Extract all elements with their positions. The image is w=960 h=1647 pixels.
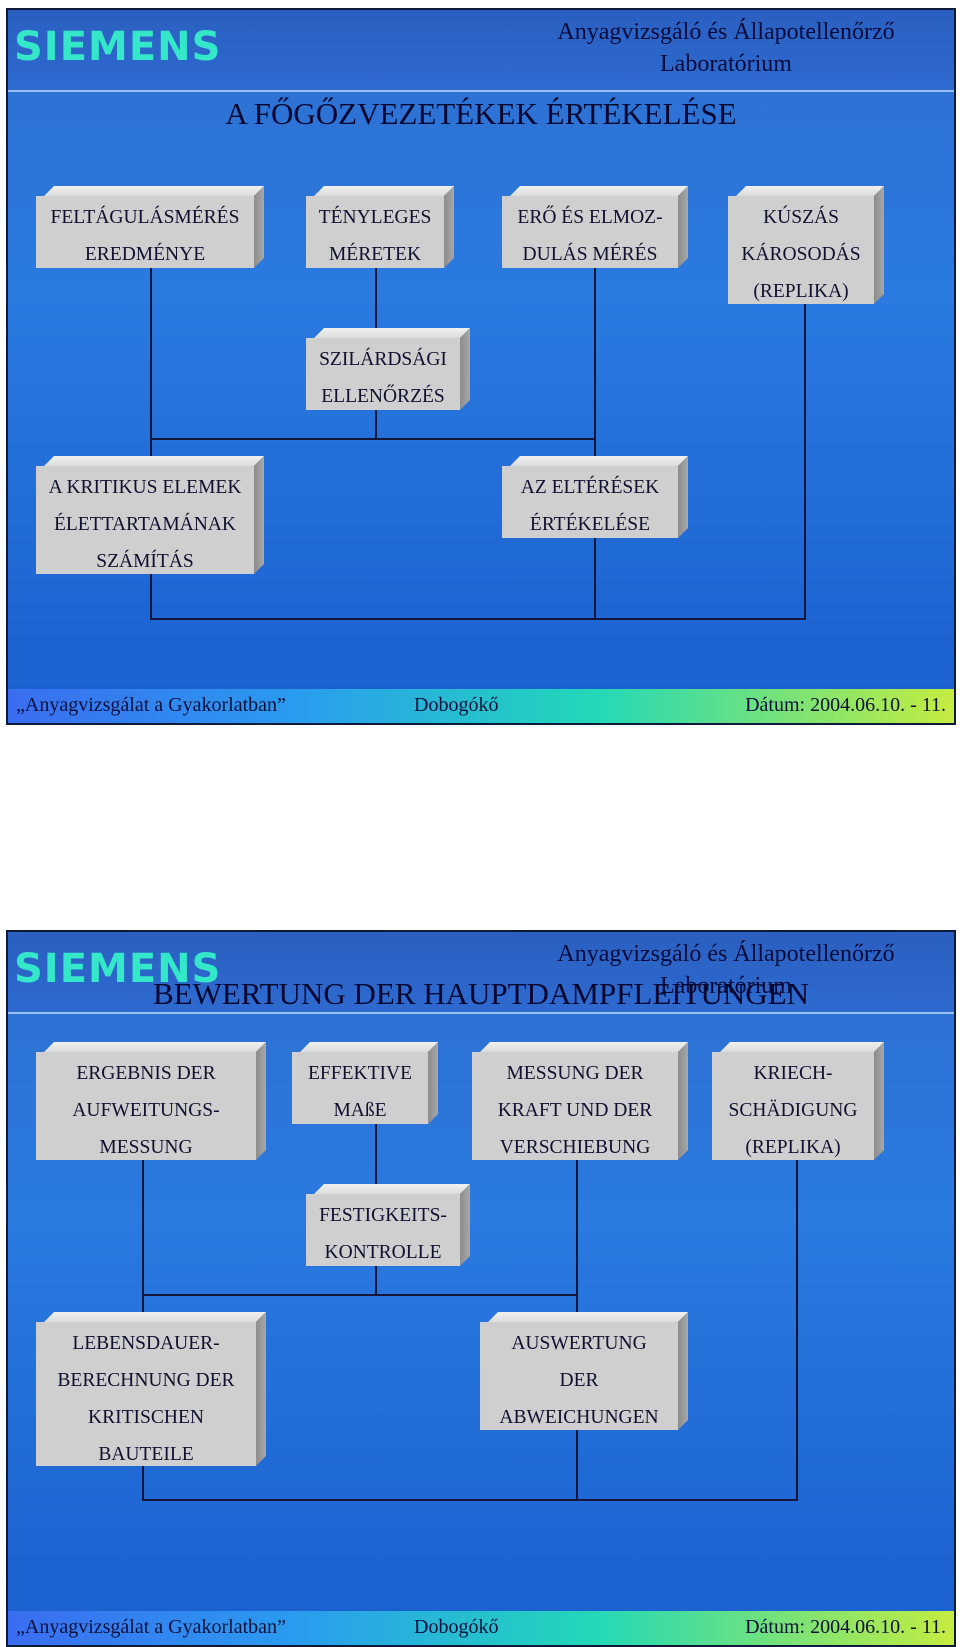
box-deviation-evaluation: AUSWERTUNG DER ABWEICHUNGEN <box>480 1322 678 1430</box>
slide-hungarian: SIEMENS Anyagvizsgáló és Állapotellenőrz… <box>6 8 956 725</box>
lab-name-line1: Anyagvizsgáló és Állapotellenőrző <box>557 19 895 45</box>
connector-line <box>375 1122 377 1192</box>
slide-footer: „Anyagvizsgálat a Gyakorlatban” Dobogókő… <box>8 689 954 723</box>
connector-line <box>375 408 377 438</box>
slide-header: SIEMENS Anyagvizsgáló és Állapotellenőrz… <box>8 10 954 90</box>
footer-place: Dobogókő <box>414 694 499 716</box>
box-lifetime-calculation: LEBENSDAUER- BERECHNUNG DER KRITISCHEN B… <box>36 1322 256 1466</box>
lab-name-line1: Anyagvizsgáló és Állapotellenőrző <box>557 941 895 967</box>
connector-line <box>804 302 806 620</box>
lab-name-line2: Laboratórium <box>660 973 792 999</box>
connector-line <box>375 1264 377 1294</box>
connector-line <box>375 266 377 336</box>
footer-course: „Anyagvizsgálat a Gyakorlatban” <box>16 694 286 716</box>
header-divider <box>8 1012 954 1014</box>
box-lifetime-calculation: A KRITIKUS ELEMEK ÉLETTARTAMÁNAK SZÁMÍTÁ… <box>36 466 254 574</box>
box-actual-dimensions: TÉNYLEGES MÉRETEK <box>306 196 444 268</box>
connector-line <box>142 1499 798 1501</box>
footer-date: Dátum: 2004.06.10. - 11. <box>745 1616 946 1638</box>
footer-date: Dátum: 2004.06.10. - 11. <box>745 694 946 716</box>
box-creep-damage: KRIECH- SCHÄDIGUNG (REPLIKA) <box>712 1052 874 1160</box>
connector-line <box>796 1158 798 1501</box>
box-strength-check: FESTIGKEITS- KONTROLLE <box>306 1194 460 1266</box>
header-divider <box>8 90 954 92</box>
lab-name-line2: Laboratórium <box>660 51 792 77</box>
connector-line <box>150 618 806 620</box>
connector-line <box>594 266 596 620</box>
box-deviation-evaluation: AZ ELTÉRÉSEK ÉRTÉKELÉSE <box>502 466 678 538</box>
siemens-logo: SIEMENS <box>14 24 222 70</box>
box-actual-dimensions: EFFEKTIVE MAßE <box>292 1052 428 1124</box>
footer-course: „Anyagvizsgálat a Gyakorlatban” <box>16 1616 286 1638</box>
box-force-displacement: MESSUNG DER KRAFT UND DER VERSCHIEBUNG <box>472 1052 678 1160</box>
slide-header: SIEMENS Anyagvizsgáló és Állapotellenőrz… <box>8 932 954 1012</box>
box-creep-damage: KÚSZÁS KÁROSODÁS (REPLIKA) <box>728 196 874 304</box>
lab-name: Anyagvizsgáló és Állapotellenőrző Labora… <box>526 938 926 1002</box>
connector-line <box>150 438 596 440</box>
slide-title: A FŐGŐZVEZETÉKEK ÉRTÉKELÉSE <box>225 96 737 131</box>
siemens-logo: SIEMENS <box>14 946 222 992</box>
slide-german: SIEMENS Anyagvizsgáló és Állapotellenőrz… <box>6 930 956 1647</box>
lab-name: Anyagvizsgáló és Állapotellenőrző Labora… <box>526 16 926 80</box>
slide-title: BEWERTUNG DER HAUPTDAMPFLEITUNGEN <box>153 976 809 1011</box>
box-expansion-measurement: FELTÁGULÁSMÉRÉS EREDMÉNYE <box>36 196 254 268</box>
box-expansion-measurement: ERGEBNIS DER AUFWEITUNGS- MESSUNG <box>36 1052 256 1160</box>
footer-place: Dobogókő <box>414 1616 499 1638</box>
box-strength-check: SZILÁRDSÁGI ELLENŐRZÉS <box>306 338 460 410</box>
connector-line <box>150 266 152 620</box>
slide-footer: „Anyagvizsgálat a Gyakorlatban” Dobogókő… <box>8 1611 954 1645</box>
connector-line <box>142 1294 578 1296</box>
box-force-displacement: ERŐ ÉS ELMOZ- DULÁS MÉRÉS <box>502 196 678 268</box>
